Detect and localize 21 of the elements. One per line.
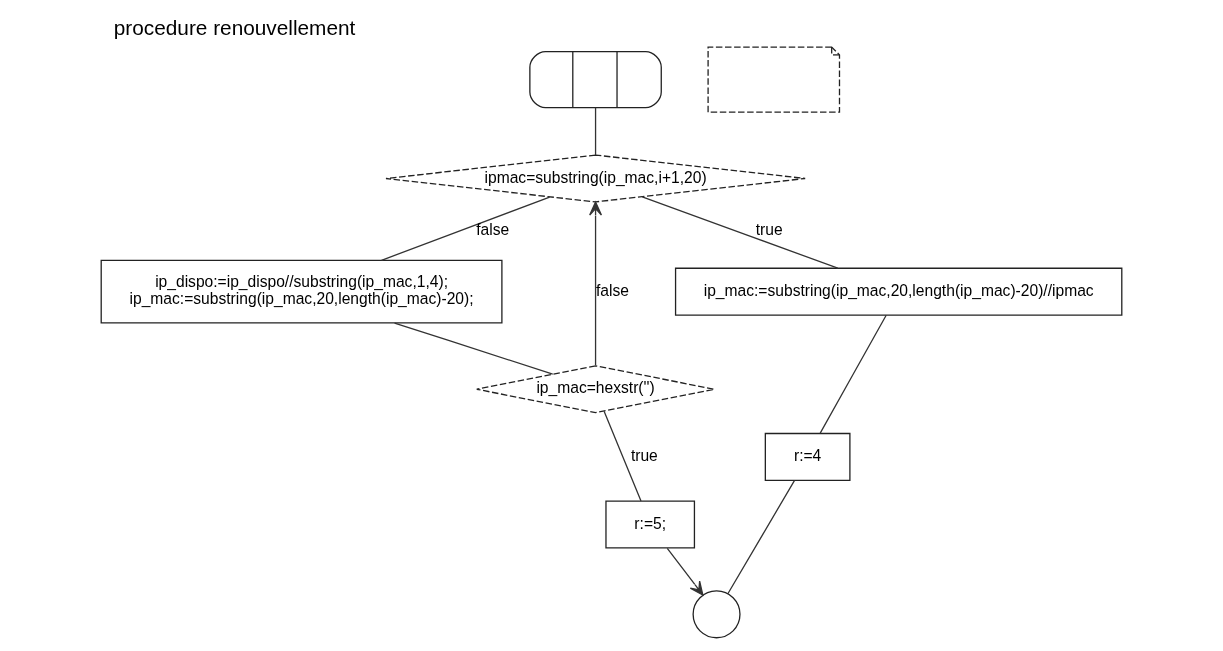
edge-label: true: [630, 446, 658, 464]
edge-label: true: [755, 221, 783, 239]
node-diamond: ipmac=substring(ip_mac,i+1,20): [385, 154, 806, 203]
arrow: [589, 201, 603, 366]
diagram-title: procedure renouvellement: [113, 16, 356, 40]
node-circle: [692, 590, 741, 639]
connector: [594, 107, 597, 156]
connector: [727, 479, 796, 595]
connector: [393, 322, 554, 375]
edge-label: false: [476, 221, 510, 239]
connector: [819, 314, 887, 434]
connector: [641, 196, 839, 269]
arrow: [666, 547, 704, 596]
connector: [603, 410, 642, 502]
edge-label: false: [595, 281, 629, 299]
node-box: ip_dispo:=ip_dispo//substring(ip_mac,1,4); ip_mac:=substring(ip_mac,20,length(ip_mac)-20);: [100, 259, 503, 324]
node-box: ip_mac:=substring(ip_mac,20,length(ip_mac)-20)//ipmac: [674, 267, 1123, 316]
node-box: r:=4: [764, 432, 851, 481]
node-box: r:=5;: [605, 500, 696, 549]
node-diamond: ip_mac=hexstr(''): [476, 365, 715, 414]
connector: [380, 196, 551, 261]
